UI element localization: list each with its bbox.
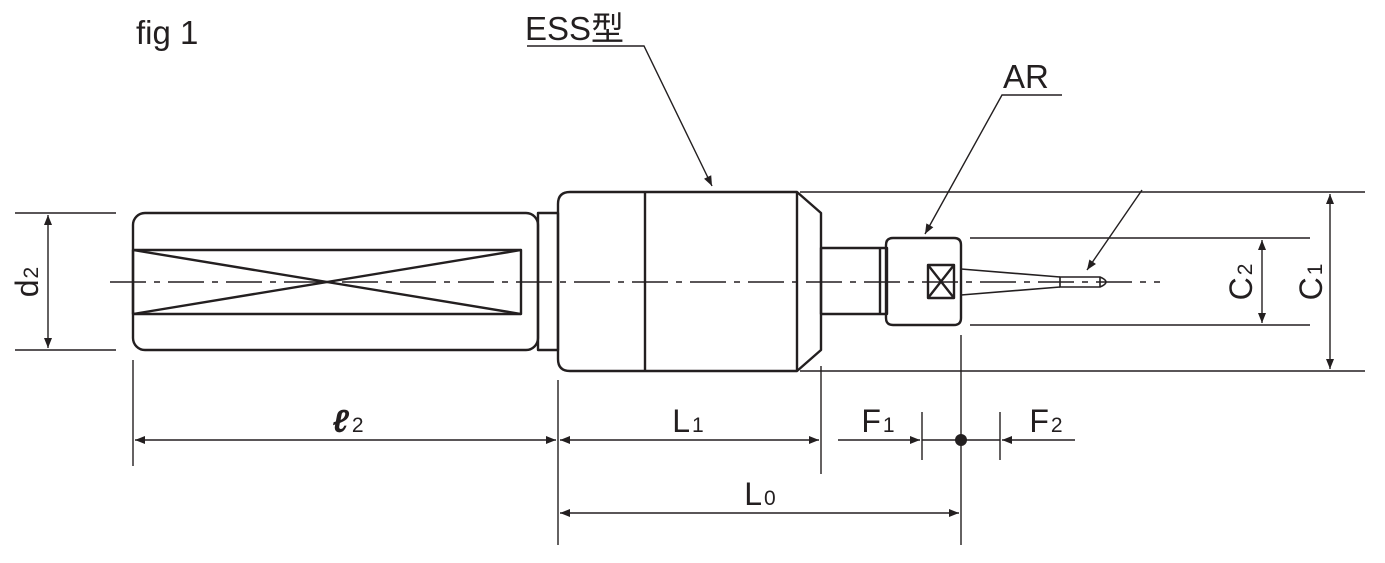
label-C1-main: C xyxy=(1293,277,1329,300)
figure-label: fig 1 xyxy=(136,14,198,51)
label-L0: L0 xyxy=(744,476,775,512)
tool-taper-top xyxy=(960,268,1061,278)
label-F1-sub: 1 xyxy=(883,414,895,437)
svg-text:d2: d2 xyxy=(9,267,45,297)
label-C2-sub: 2 xyxy=(1234,264,1257,276)
label-L1-sub: 1 xyxy=(692,414,704,437)
label-L0-main: L xyxy=(744,476,762,512)
label-F2-main: F xyxy=(1029,403,1049,439)
label-d2-main: d xyxy=(9,279,45,297)
leader-ar xyxy=(924,94,1062,235)
label-C2-main: C xyxy=(1223,277,1259,300)
label-l2-sub: 2 xyxy=(352,414,364,437)
label-l2-main: ℓ xyxy=(332,403,349,439)
callout-ess: ESS型 xyxy=(525,10,624,47)
label-L1: L1 xyxy=(672,403,703,439)
label-F1: F1 xyxy=(861,403,894,439)
label-d2: d2 xyxy=(9,267,45,297)
label-C2: C2 xyxy=(1223,264,1259,301)
label-d2-sub: 2 xyxy=(20,267,43,279)
callout-ar: AR xyxy=(1003,58,1049,95)
svg-text:C2: C2 xyxy=(1223,264,1259,301)
label-F1-main: F xyxy=(861,403,881,439)
leader-ess xyxy=(527,45,713,187)
adapter-body xyxy=(884,236,963,327)
holder-neck xyxy=(819,246,889,316)
leader-tool xyxy=(1086,189,1143,271)
reference-point xyxy=(955,434,967,446)
label-L1-main: L xyxy=(672,403,690,439)
label-C1-sub: 1 xyxy=(1304,264,1327,276)
label-L0-sub: 0 xyxy=(764,487,776,510)
label-C1: C1 xyxy=(1293,264,1329,301)
holder-body xyxy=(556,190,823,373)
svg-text:C1: C1 xyxy=(1293,264,1329,301)
label-F2: F2 xyxy=(1029,403,1062,439)
tool-taper-bottom xyxy=(960,286,1061,296)
label-F2-sub: 2 xyxy=(1051,414,1063,437)
shank-flat-cross-b xyxy=(132,248,522,316)
